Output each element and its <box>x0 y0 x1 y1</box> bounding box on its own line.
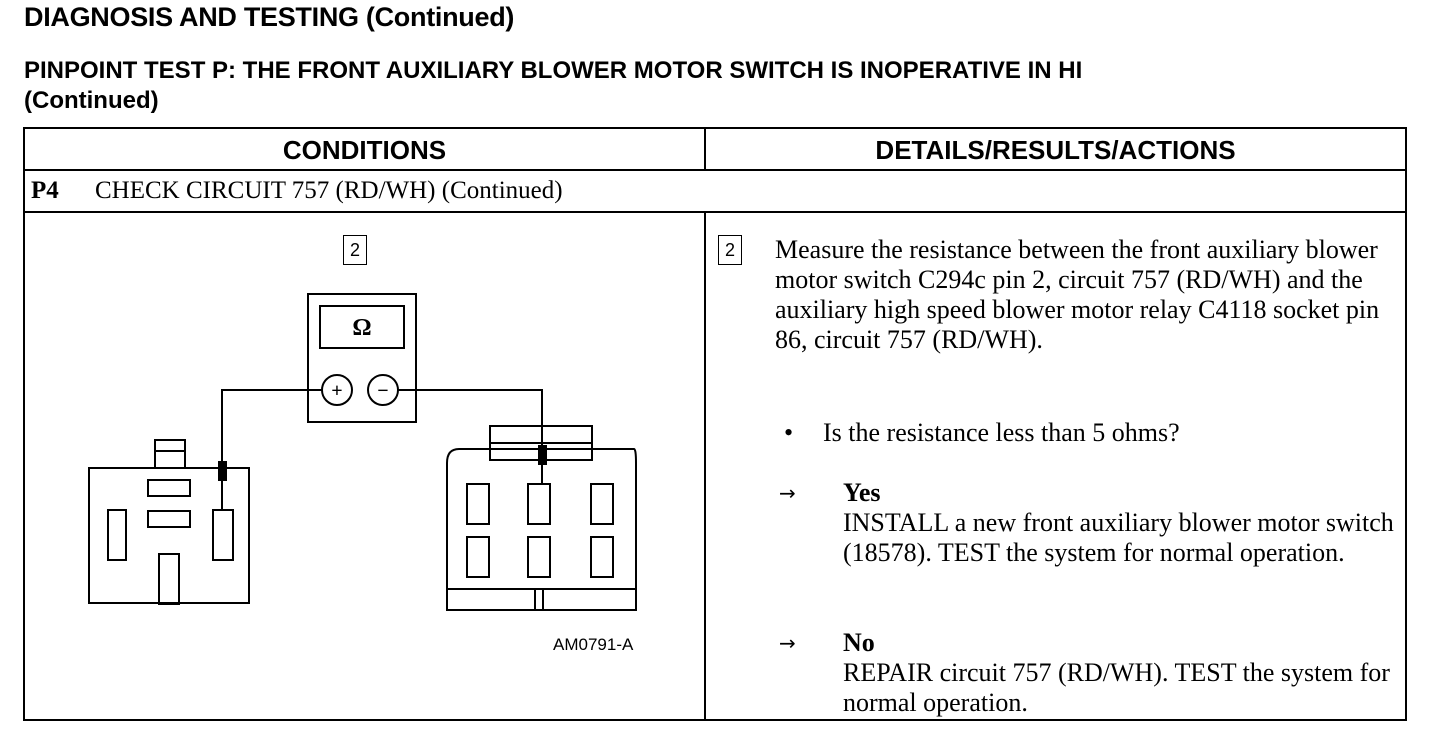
positive-test-lead <box>221 389 322 468</box>
pinpoint-test-title-line2: (Continued) <box>24 87 159 114</box>
measure-instruction: Measure the resistance between the front… <box>775 235 1380 354</box>
step-row: P4 CHECK CIRCUIT 757 (RD/WH) (Continued) <box>25 171 1405 213</box>
yes-label: Yes <box>843 478 881 507</box>
no-arrow-icon: → <box>779 631 796 655</box>
negative-test-lead <box>398 389 543 453</box>
figure-code: AM0791-A <box>553 635 634 654</box>
pinpoint-test-table: CONDITIONS DETAILS/RESULTS/ACTIONS P4 CH… <box>23 127 1407 721</box>
no-action: REPAIR circuit 757 (RD/WH). TEST the sys… <box>843 658 1390 717</box>
details-step-number: 2 <box>718 235 742 265</box>
table-header-row: CONDITIONS DETAILS/RESULTS/ACTIONS <box>25 129 1405 171</box>
minus-symbol: − <box>377 380 388 402</box>
relay-socket-c4118 <box>446 448 637 611</box>
plus-symbol: + <box>331 380 342 402</box>
yes-action: INSTALL a new front auxiliary blower mot… <box>843 508 1394 567</box>
pinpoint-test-title: PINPOINT TEST P: THE FRONT AUXILIARY BLO… <box>24 56 1414 116</box>
step-id: P4 <box>31 177 59 204</box>
figure-step-number: 2 <box>343 235 367 265</box>
ohmmeter-body <box>307 293 417 423</box>
page-title: DIAGNOSIS AND TESTING (Continued) <box>24 2 515 32</box>
c4118-pin-86 <box>527 483 551 525</box>
negative-probe-tip <box>538 445 547 465</box>
conditions-cell: 2 <box>25 213 706 719</box>
ohm-symbol: Ω <box>352 315 371 341</box>
pinpoint-test-title-line1: PINPOINT TEST P: THE FRONT AUXILIARY BLO… <box>24 57 1083 84</box>
connector-latch <box>154 439 186 469</box>
positive-probe-tip <box>218 461 227 481</box>
step-title: CHECK CIRCUIT 757 (RD/WH) (Continued) <box>95 177 563 204</box>
ohmmeter-diagram: Ω + − <box>88 293 637 611</box>
ohmmeter-display <box>319 305 405 349</box>
details-column-header: DETAILS/RESULTS/ACTIONS <box>875 135 1236 165</box>
details-cell: 2 Measure the resistance between the fro… <box>706 213 1405 719</box>
switch-connector-c294c <box>88 467 250 604</box>
c294c-pin-2 <box>212 509 234 561</box>
yes-arrow-icon: → <box>779 481 796 505</box>
no-label: No <box>843 628 875 657</box>
conditions-column-header: CONDITIONS <box>25 129 706 169</box>
bullet: • <box>784 418 794 447</box>
test-question: Is the resistance less than 5 ohms? <box>823 418 1180 447</box>
